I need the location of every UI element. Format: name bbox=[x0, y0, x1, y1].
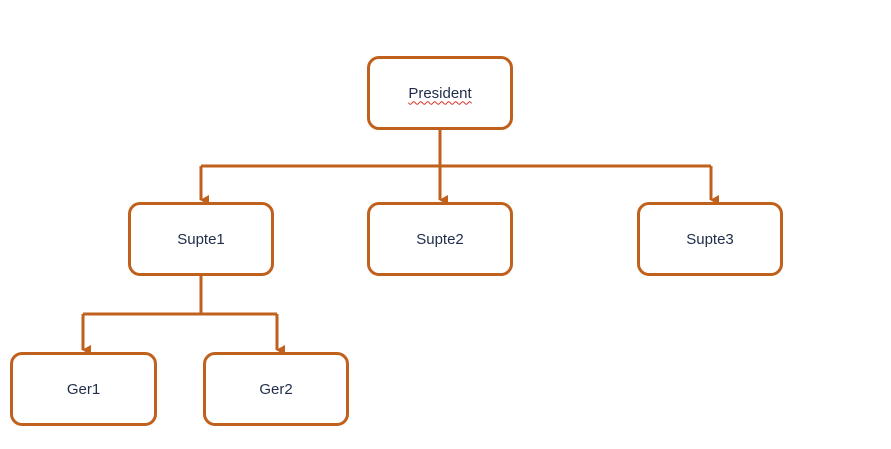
node-supte1[interactable]: Supte1 bbox=[128, 202, 274, 276]
node-ger1[interactable]: Ger1 bbox=[10, 352, 157, 426]
node-supte3-label: Supte3 bbox=[686, 230, 734, 248]
node-president-label: President bbox=[408, 84, 472, 102]
node-ger2-label: Ger2 bbox=[259, 380, 293, 398]
node-supte2-label: Supte2 bbox=[416, 230, 464, 248]
node-president[interactable]: President bbox=[367, 56, 513, 130]
node-supte3[interactable]: Supte3 bbox=[637, 202, 783, 276]
node-ger2[interactable]: Ger2 bbox=[203, 352, 349, 426]
node-supte1-label: Supte1 bbox=[177, 230, 225, 248]
node-ger1-label: Ger1 bbox=[66, 380, 101, 398]
node-supte2[interactable]: Supte2 bbox=[367, 202, 513, 276]
